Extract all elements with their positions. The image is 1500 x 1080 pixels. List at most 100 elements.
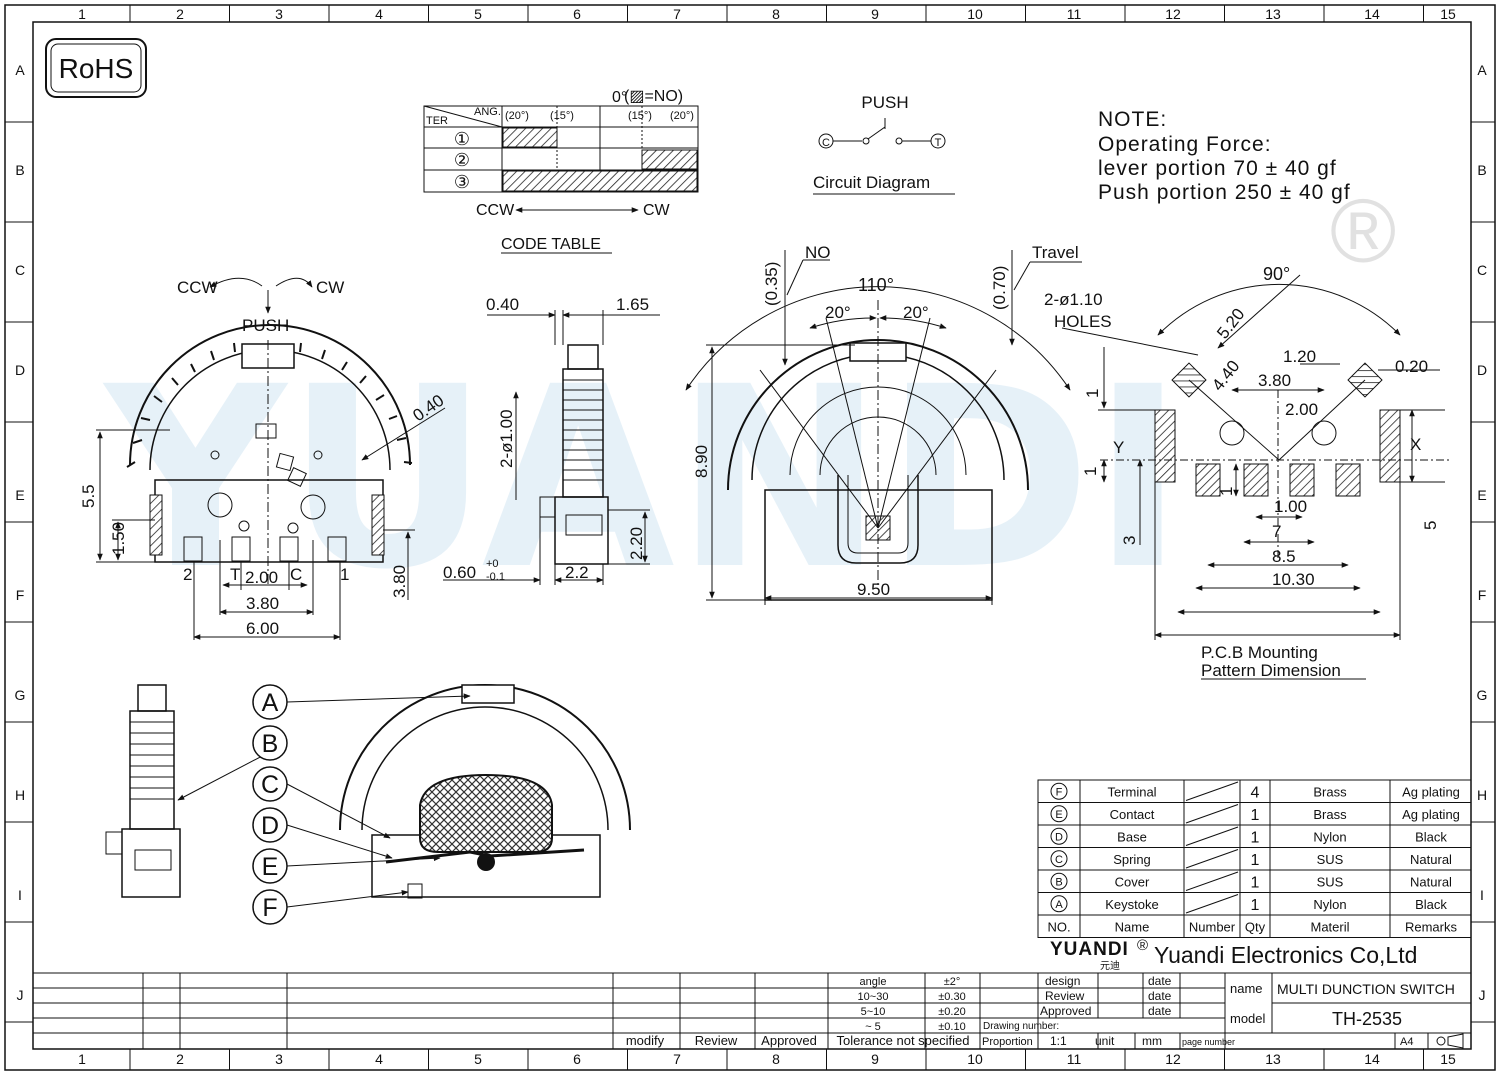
grid-col-label: 2 [176,1051,184,1067]
svg-text:8.90: 8.90 [692,445,711,478]
title-block-text: ±0.30 [938,991,965,1003]
svg-text:0.40: 0.40 [486,295,519,314]
title-block-text: unit [1095,1034,1115,1048]
bom-remarks: Natural [1410,874,1452,889]
front-view: CCW CW PUSH 5.5 1.50 3.80 0.40 [79,277,447,640]
code-table: 0° (▨=NO) ANG. TER (20°) (15°) (15°) (20… [423,88,699,254]
svg-text:1: 1 [1217,487,1236,496]
svg-text:6.00: 6.00 [246,619,279,638]
grid-row-label: I [18,887,22,903]
bom-mark-circle [1050,827,1068,845]
bom-slash [1185,871,1239,891]
bom-header-name: Name [1115,919,1150,934]
grid-col-label: 10 [967,6,983,22]
grid-col-label: 8 [772,6,780,22]
svg-text:2-ø1.00: 2-ø1.00 [497,409,516,468]
svg-text:Operating Force:: Operating Force: [1098,133,1272,156]
grid-col-label: 5 [474,6,482,22]
title-block-text: A4 [1400,1036,1413,1048]
callout-circle [252,725,288,761]
svg-text:Push portion 250 ± 40 gf: Push portion 250 ± 40 gf [1098,181,1351,204]
svg-text:③: ③ [454,172,470,192]
grid-row-label: A [1477,62,1487,78]
callout-circle [252,889,288,925]
grid-col-label: 6 [573,1051,581,1067]
bom-name: Base [1117,829,1147,844]
grid-col-label: 10 [967,1051,983,1067]
title-block-text: MULTI DUNCTION SWITCH [1277,981,1455,997]
bom-header-number: Number [1189,919,1236,934]
svg-text:TER: TER [426,115,448,127]
grid-col-label: 13 [1265,1051,1281,1067]
callout-leader [286,783,391,839]
title-block-text: ~ 5 [865,1021,881,1033]
title-block: angle±2°10~30±0.305~10±0.20~ 5±0.10modif… [33,972,1471,1049]
grid-col-label: 8 [772,1051,780,1067]
svg-text:20°: 20° [825,303,851,322]
grid-row-label: A [15,62,25,78]
title-block-text: Drawing number: [983,1021,1059,1032]
angle-view: 110° 20° 20° (0.35) NO (0.70) Travel 8.9… [685,243,1082,605]
bom-slash [1185,781,1239,801]
bom-mark: A [1055,899,1063,911]
bom-mark: F [1056,786,1063,798]
grid-col-label: 7 [673,1051,681,1067]
projection-symbol-cone-icon [1447,1033,1464,1049]
callout-leader [286,693,471,703]
callout-label: C [261,771,279,799]
callout-leader [286,855,441,867]
svg-text:3: 3 [1120,536,1139,545]
circuit-diagram: PUSH C T Circuit Diagram [813,93,955,195]
company-header: YUANDI 元迪 ® Yuandi Electronics Co,Ltd [1050,937,1417,972]
svg-text:Yuandi Electronics Co,Ltd: Yuandi Electronics Co,Ltd [1154,942,1417,968]
bom-frame [1037,779,1472,938]
bom-name: Spring [1113,852,1151,867]
grid-col-label: 12 [1165,6,1181,22]
svg-text:ANG.: ANG. [474,106,501,118]
title-block-text: 5~10 [861,1006,886,1018]
grid-col-label: 9 [871,1051,879,1067]
svg-text:(0.70): (0.70) [990,266,1009,310]
title-block-text: angle [860,976,887,988]
svg-text:9.50: 9.50 [857,580,890,599]
registered-watermark: ® [1330,182,1396,282]
bom-qty: 1 [1251,807,1260,824]
grid-col-label: 1 [78,6,86,22]
title-block-text: date [1148,974,1172,988]
title-block-text: ±0.10 [938,1021,965,1033]
inner-border [32,21,1472,1050]
bom-qty: 1 [1251,897,1260,914]
grid-row-label: F [16,587,25,603]
svg-text:2.00: 2.00 [245,568,278,587]
grid-col-label: 7 [673,6,681,22]
grid-col-label: 14 [1364,6,1380,22]
svg-text:元迪: 元迪 [1100,960,1120,972]
grid-col-label: 4 [375,1051,383,1067]
svg-text:C: C [822,137,830,149]
svg-text:RoHS: RoHS [59,53,134,84]
callout-circle [252,848,288,884]
svg-text:(15°): (15°) [550,110,574,122]
grid-row-label: C [1477,262,1487,278]
grid-row-label: G [15,687,26,703]
svg-text:(0.35): (0.35) [762,262,781,306]
bom-remarks: Ag plating [1402,807,1460,822]
callout-leader [286,824,393,859]
title-block-text: page number [1182,1037,1235,1047]
svg-text:lever portion 70 ± 40 gf: lever portion 70 ± 40 gf [1098,157,1337,180]
svg-text:1: 1 [1081,467,1100,476]
grid-row-label: E [1477,487,1486,503]
svg-text:3.80: 3.80 [390,565,409,598]
svg-text:CW: CW [316,278,344,297]
bom-header-remarks: Remarks [1405,919,1458,934]
title-block-text: date [1148,1004,1172,1018]
title-block-text: 10~30 [858,991,889,1003]
bom-header-material: Materil [1310,919,1349,934]
svg-text:①: ① [454,129,470,149]
svg-text:0.60: 0.60 [443,563,476,582]
grid-row-label: G [1477,687,1488,703]
svg-text:(15°): (15°) [628,110,652,122]
svg-text:3.80: 3.80 [246,594,279,613]
